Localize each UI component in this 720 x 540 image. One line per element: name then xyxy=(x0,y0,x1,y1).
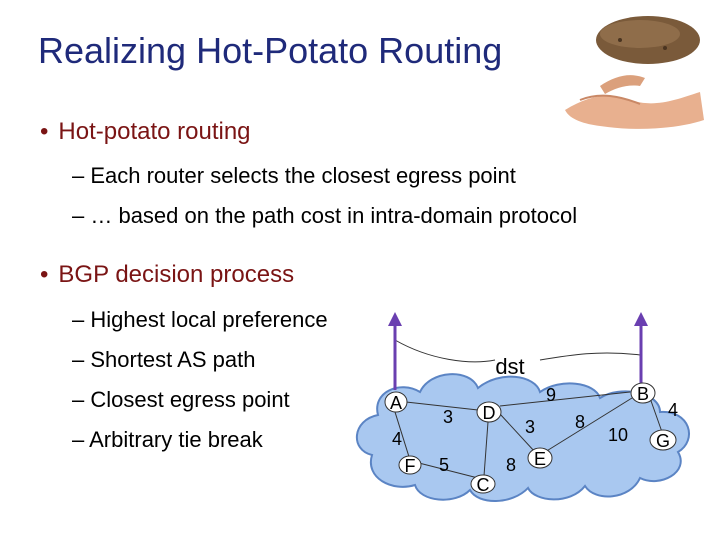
bullet-dot: • xyxy=(40,261,49,288)
bullet-label: BGP decision process xyxy=(58,261,295,288)
sub-bullet: – … based on the path cost in intra-doma… xyxy=(72,203,578,228)
svg-text:E: E xyxy=(534,449,546,469)
edge-label-e-b: 8 xyxy=(575,412,585,432)
svg-text:C: C xyxy=(477,475,490,495)
router-node-f: F xyxy=(398,455,422,476)
router-node-g: G xyxy=(649,429,677,451)
router-node-a: A xyxy=(384,391,408,413)
edge-label-b-g: 4 xyxy=(668,400,678,420)
edges xyxy=(394,391,663,479)
egress-arrow-a xyxy=(388,312,402,390)
edge-label-10: 10 xyxy=(608,425,628,445)
svg-text:A: A xyxy=(390,393,402,413)
bullet-dot: • xyxy=(40,118,49,145)
edge-label-a-f: 4 xyxy=(392,429,402,449)
router-node-b: B xyxy=(630,382,656,404)
slide-title: Realizing Hot-Potato Routing xyxy=(38,30,503,71)
bullet-bgp-decision: • BGP decision process xyxy=(40,261,294,289)
router-node-e: E xyxy=(527,447,553,469)
svg-text:B: B xyxy=(637,384,649,404)
dst-connector xyxy=(394,339,496,363)
potato-hands-icon xyxy=(565,16,704,129)
edge-label-a-d: 3 xyxy=(443,407,453,427)
egress-arrow-b xyxy=(634,312,648,385)
svg-text:D: D xyxy=(483,403,496,423)
sub-bullet: – Shortest AS path xyxy=(72,347,256,372)
router-node-d: D xyxy=(476,401,502,423)
bullet-hot-potato: • Hot-potato routing xyxy=(40,118,251,146)
bullet-label: Hot-potato routing xyxy=(58,118,251,145)
svg-text:G: G xyxy=(656,431,670,451)
edge-label-f-c: 5 xyxy=(439,455,449,475)
sub-bullet: – Each router selects the closest egress… xyxy=(72,163,516,188)
svg-text:F: F xyxy=(405,456,416,476)
sub-bullet: – Closest egress point xyxy=(72,387,290,412)
edge-label-d-b: 9 xyxy=(546,385,556,405)
dst-connector xyxy=(539,352,641,361)
dst-label: dst xyxy=(495,354,524,379)
edge-label-d-e: 3 xyxy=(525,417,535,437)
edge-label-c-e: 8 xyxy=(506,455,516,475)
router-node-c: C xyxy=(470,474,496,495)
sub-bullet: – Highest local preference xyxy=(72,307,328,332)
sub-bullet: – Arbitrary tie break xyxy=(72,427,263,452)
